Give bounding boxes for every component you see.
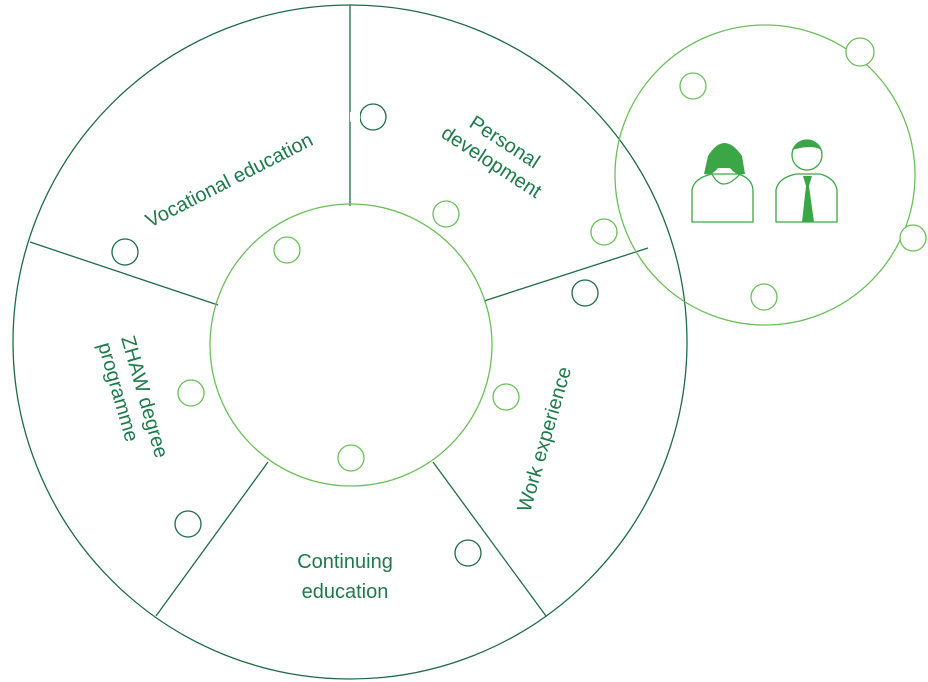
divider-left (29, 241, 219, 306)
people-knob-top-right (845, 37, 875, 67)
inner-knob-bottom (337, 444, 365, 472)
people-knob-bottom (750, 283, 778, 311)
segment-dividers (29, 5, 649, 617)
knob-bottom-right (454, 539, 482, 567)
divider-bottom-left (155, 461, 269, 617)
label-continuing-line1: Continuing (297, 551, 393, 573)
outer-puzzle-knobs (111, 103, 599, 567)
people-knob-left (590, 218, 618, 246)
people-ring-knobs (590, 37, 927, 311)
inner-knob-left (177, 379, 205, 407)
inner-ring (209, 203, 493, 487)
inner-knob-right (492, 383, 520, 411)
knob-bottom-left (174, 510, 202, 538)
label-personal-development: Personal development (437, 112, 545, 203)
inner-knob-top-right (432, 200, 460, 228)
inner-puzzle-knobs (177, 200, 520, 472)
divider-bottom-right (432, 461, 547, 617)
knob-top (359, 103, 387, 131)
label-work-experience: Work experience (514, 364, 576, 514)
people-ring (614, 24, 916, 326)
knob-right (571, 279, 599, 307)
man-icon (775, 139, 838, 223)
divider-right (483, 247, 649, 302)
label-zhaw-degree-programme: ZHAW degree programme (93, 333, 172, 460)
inner-knob-top-left (273, 236, 301, 264)
woman-icon (691, 143, 754, 223)
knob-left (111, 238, 139, 266)
label-continuing-line2: education (302, 581, 389, 603)
people-knob-top-left (679, 72, 707, 100)
people-knob-right (899, 224, 927, 252)
